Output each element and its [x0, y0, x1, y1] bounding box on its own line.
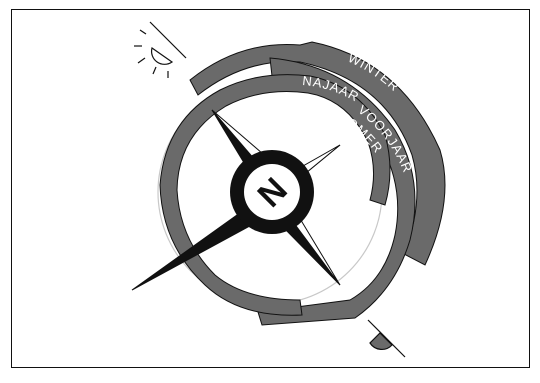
- sun-rising-icon: [134, 21, 187, 78]
- zomer-band: [159, 74, 391, 316]
- compass-hub-inner: [244, 164, 300, 220]
- winter-band: [189, 41, 446, 266]
- sun-setting-icon: [367, 319, 406, 358]
